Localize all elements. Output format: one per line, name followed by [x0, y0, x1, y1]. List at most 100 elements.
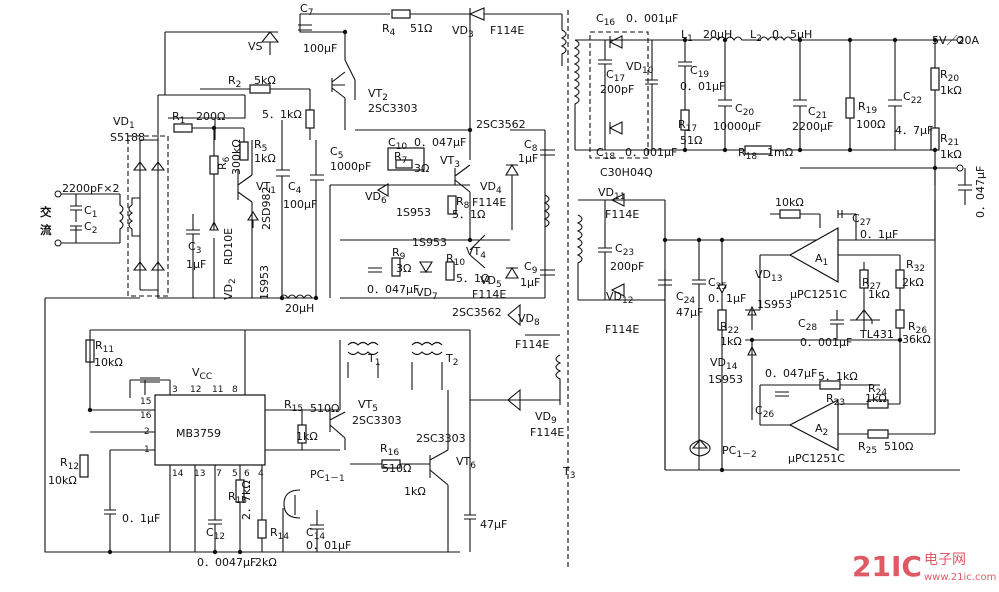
c9-label: C9	[524, 260, 538, 276]
r-1k-6: 1kΩ	[404, 485, 426, 498]
r13-label: R13	[228, 490, 247, 506]
c-01-value: 0．1μF	[122, 512, 160, 525]
vt4-label: VT4	[466, 245, 486, 261]
r10-value: 5．1Ω	[456, 272, 489, 285]
watermark: 21IC 电子网 www.21ic.com	[852, 550, 996, 583]
c10-value: 0．047μF	[414, 136, 466, 149]
watermark-cn: 电子网	[924, 552, 966, 568]
r19-value: 100Ω	[856, 118, 885, 131]
l1-value: 20μH	[703, 28, 732, 41]
c23-value: 200pF	[610, 260, 644, 273]
vd11-label: VD11	[598, 186, 625, 202]
vd2-type: 1S953	[258, 265, 271, 300]
output-stage	[573, 31, 972, 205]
vd6-type: 1S953	[396, 206, 431, 219]
pin-6: 6	[244, 469, 250, 479]
c20-value: 10000μF	[713, 120, 761, 133]
r4-value: 51Ω	[410, 22, 432, 35]
a1-label: A1	[815, 252, 828, 268]
r8-value: 5．1Ω	[452, 208, 485, 221]
q2sc3562-bottom: 2SC3562	[452, 306, 502, 319]
r19-label: R19	[858, 100, 877, 116]
r2-label: R2	[228, 74, 241, 90]
r16-value: 510Ω	[382, 462, 411, 475]
q2sc3562-top: 2SC3562	[476, 118, 526, 131]
r6-value: 300kΩ	[230, 139, 243, 175]
vt5-type: 2SC3303	[352, 414, 402, 427]
l1-label: L1	[681, 28, 693, 44]
r15-value: 510Ω	[310, 402, 339, 415]
pin-2: 2	[144, 427, 150, 437]
c47-value: 47μF	[480, 518, 507, 531]
r1-value: 200Ω	[196, 110, 225, 123]
c11-value: 0．047μF	[367, 283, 419, 296]
vd7-type: 1S953	[412, 236, 447, 249]
c17-label: C17	[606, 68, 625, 84]
vd12-type: F114E	[605, 323, 639, 336]
r21-value: 1kΩ	[940, 148, 962, 161]
vt6-label: VT6	[456, 455, 476, 471]
control-section	[44, 297, 476, 553]
r24-value: 1kΩ	[865, 392, 887, 405]
c9-value: 1μF	[520, 276, 540, 289]
watermark-brand: 21IC	[852, 550, 922, 583]
vs-label: VS	[248, 40, 263, 53]
r7-value: 3Ω	[414, 162, 429, 175]
c4-label: C4	[288, 180, 302, 196]
c21-value: 2200μF	[792, 120, 833, 133]
r25-value: 510Ω	[884, 440, 913, 453]
c22-label: C22	[903, 90, 922, 106]
l2-label: L2	[750, 28, 762, 44]
r17-label: R17	[678, 118, 697, 134]
vd5-label: VD5	[480, 274, 502, 290]
r11-value: 10kΩ	[94, 356, 123, 369]
ac-label-2: 流	[40, 223, 52, 237]
c5-value: 1000pF	[330, 160, 371, 173]
r11-label: R11	[95, 339, 114, 355]
junction-dots	[87, 29, 938, 555]
t2-label: T2	[445, 352, 458, 368]
r5-label: R5	[254, 138, 267, 154]
ic-label: MB3759	[176, 427, 221, 440]
c26-value: 0．047μF	[765, 367, 817, 380]
c19-value: 0．01μF	[680, 80, 725, 93]
r18-label: R18	[738, 146, 757, 162]
c2-label: C2	[84, 220, 97, 236]
t3-label: T3	[562, 465, 575, 481]
c7-value: 100μF	[303, 42, 337, 55]
r20-value: 1kΩ	[940, 84, 962, 97]
vt1-label: VT1	[256, 180, 276, 196]
half-bridge-drivers	[329, 14, 562, 412]
vd4-label: VD4	[480, 180, 502, 196]
c3-value: 1μF	[186, 258, 206, 271]
r27-label: R27	[862, 276, 881, 292]
tl431-label: TL431	[859, 328, 894, 341]
r15-label: R15	[284, 398, 303, 414]
r32-value: 2kΩ	[902, 276, 924, 289]
vd3-type: F114E	[490, 24, 524, 37]
c21-label: C21	[808, 105, 827, 121]
c8-value: 1μF	[518, 152, 538, 165]
pin-5: 5	[232, 469, 238, 479]
c7-label: C7	[300, 2, 313, 18]
r13-value: 2．7kΩ	[240, 480, 253, 520]
r20-label: R20	[940, 68, 959, 84]
c1-label: C1	[84, 204, 97, 220]
pin-7: 7	[216, 469, 222, 479]
component-labels: 5V／20A R20 1kΩ R21 1kΩ R19 100Ω C22 4．7μ…	[40, 2, 987, 569]
pin-1: 1	[144, 445, 150, 455]
vd10-label: VD10	[626, 60, 654, 76]
r14-value: 2kΩ	[255, 556, 277, 569]
vd1-label: VD1	[113, 115, 135, 131]
pin-15: 15	[140, 397, 151, 407]
r7-label: R7	[394, 150, 407, 166]
c26-label: C26	[755, 404, 774, 420]
r-1k-5: 1kΩ	[296, 430, 318, 443]
vt5-label: VT5	[358, 398, 378, 414]
r12-label: R12	[60, 456, 79, 472]
vt6-type: 2SC3303	[416, 432, 466, 445]
c16-value: 0．001μF	[626, 12, 678, 25]
c27-label: C27	[852, 212, 871, 228]
c3-label: C3	[188, 240, 201, 256]
r4-label: R4	[382, 22, 396, 38]
